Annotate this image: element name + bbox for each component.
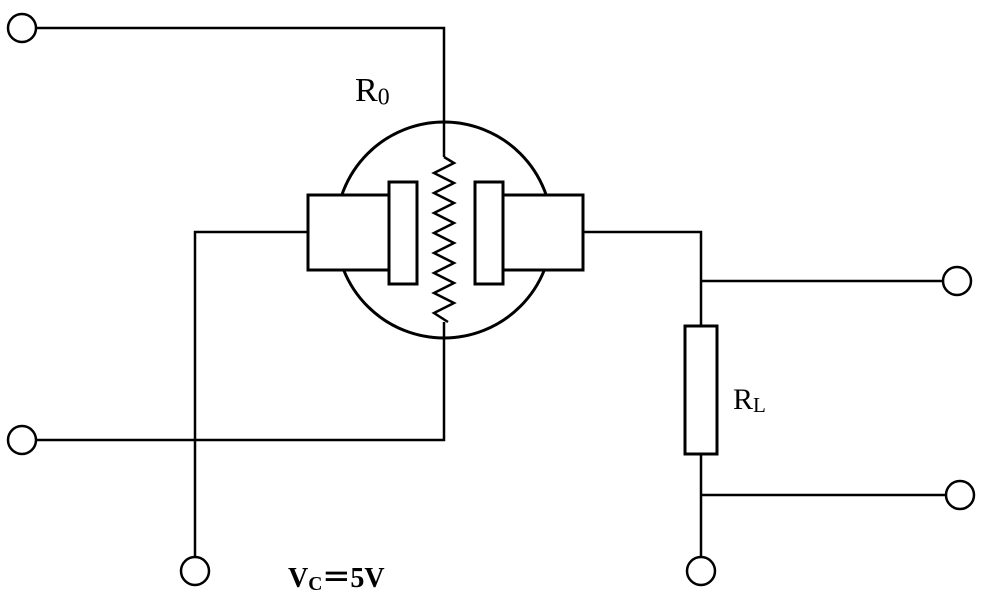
terminal-output-top	[943, 267, 971, 295]
rl-sub: L	[753, 393, 766, 417]
wire-left-electrode	[195, 232, 308, 571]
load-resistor	[685, 326, 717, 454]
r0-main: R	[355, 72, 378, 109]
supply-voltage-label: VC＝5V	[288, 556, 385, 596]
vc-sub: C	[308, 574, 322, 595]
terminal-output-bottom	[946, 481, 974, 509]
left-electrode-plate	[389, 182, 417, 284]
right-electrode-plate	[475, 182, 503, 284]
right-electrode-block	[503, 195, 583, 270]
vc-value: ＝5V	[322, 563, 384, 594]
terminal-top-left	[8, 14, 36, 42]
terminal-bottom-left	[181, 557, 209, 585]
wire-right-electrode	[583, 232, 701, 326]
rl-main: R	[733, 383, 753, 416]
sensor-resistance-label: R0	[355, 72, 390, 112]
load-resistance-label: RL	[733, 383, 766, 418]
wire-heater-bottom	[22, 338, 444, 440]
terminal-mid-left	[8, 426, 36, 454]
terminal-bottom-right	[687, 557, 715, 585]
vc-main: V	[288, 563, 308, 594]
left-electrode-block	[308, 195, 390, 270]
r0-sub: 0	[378, 85, 390, 111]
